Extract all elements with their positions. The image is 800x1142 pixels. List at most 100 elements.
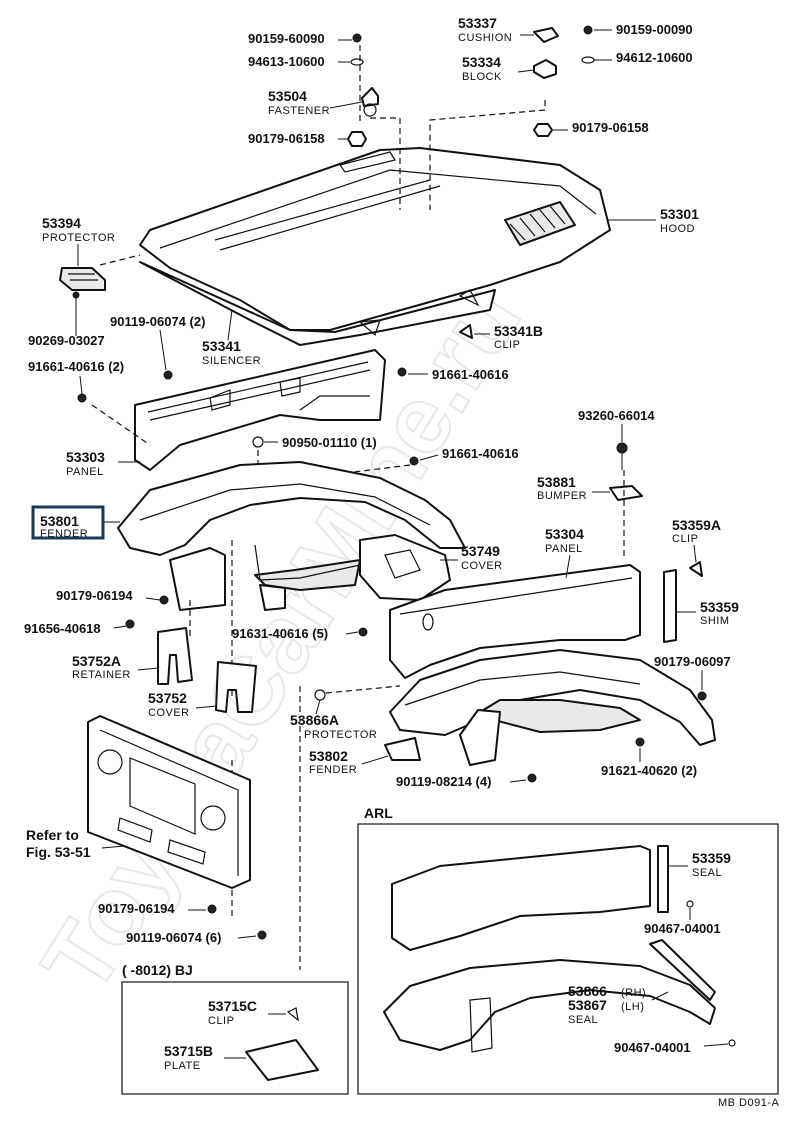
plate-53715b[interactable] (245, 1039, 319, 1081)
svg-text:90179-06158: 90179-06158 (248, 131, 325, 146)
svg-text:SEAL: SEAL (692, 867, 722, 879)
hood-53301[interactable] (139, 147, 611, 346)
label-90119-08214: 90119-08214 (4) (396, 774, 527, 789)
label-90467-04001-lower: 90467-04001 (614, 1040, 729, 1055)
svg-text:90159-60090: 90159-60090 (248, 31, 325, 46)
label-90950-01110: 90950-01110 (1) (264, 435, 377, 450)
svg-text:53359A: 53359A (672, 517, 721, 533)
panel-53303[interactable] (134, 349, 386, 471)
label-93260-66014: 93260-66014 (578, 408, 655, 442)
bolt-icon (207, 904, 217, 914)
svg-text:53504: 53504 (268, 88, 307, 104)
svg-text:53394: 53394 (42, 215, 81, 231)
seal-53359[interactable] (657, 845, 669, 913)
svg-text:BLOCK: BLOCK (462, 71, 502, 83)
svg-text:53341B: 53341B (494, 323, 543, 339)
seal-53866[interactable] (649, 939, 716, 1001)
svg-text:90467-04001: 90467-04001 (644, 921, 721, 936)
arl-inset-box (357, 823, 779, 1095)
svg-text:CLIP: CLIP (672, 533, 698, 545)
label-53341b: 53341B CLIP (474, 323, 543, 351)
bolt-icon (527, 773, 537, 783)
label-53303: 53303 PANEL (66, 449, 140, 478)
bolt-icon (397, 367, 407, 377)
label-53866a: 53866A PROTECTOR (290, 699, 377, 741)
svg-text:53752A: 53752A (72, 653, 121, 669)
label-53341: 53341 SILENCER (202, 309, 261, 367)
svg-text:53866A: 53866A (290, 712, 339, 728)
label-53504: 53504 FASTENER (268, 88, 363, 117)
svg-text:COVER: COVER (148, 707, 190, 719)
label-53394: 53394 PROTECTOR (42, 215, 115, 266)
svg-text:90159-00090: 90159-00090 (616, 22, 693, 37)
svg-text:94613-10600: 94613-10600 (248, 54, 325, 69)
svg-text:53341: 53341 (202, 338, 241, 354)
label-arl-box-title: ARL (364, 805, 393, 821)
label-94612-10600: 94612-10600 (594, 50, 693, 65)
panel-53304[interactable] (389, 564, 641, 679)
svg-text:91621-40620 (2): 91621-40620 (2) (601, 763, 697, 778)
label-94613-10600: 94613-10600 (248, 54, 350, 69)
svg-text:Refer to: Refer to (26, 827, 79, 843)
protector-53866a-icon (314, 689, 326, 701)
svg-text:91631-40616 (5): 91631-40616 (5) (232, 626, 328, 641)
svg-text:53337: 53337 (458, 15, 497, 31)
svg-text:53303: 53303 (66, 449, 105, 465)
cushion-53337[interactable] (533, 27, 559, 43)
bracket-icon (169, 547, 226, 611)
svg-text:COVER: COVER (461, 560, 503, 572)
label-90179-06158-right: 90179-06158 (552, 120, 649, 135)
svg-text:Fig. 53-51: Fig. 53-51 (26, 844, 91, 860)
svg-text:SILENCER: SILENCER (202, 355, 261, 367)
svg-text:94612-10600: 94612-10600 (616, 50, 693, 65)
svg-text:(RH): (RH) (621, 987, 646, 999)
bolt-icon (583, 25, 593, 35)
label-53359-seal: 53359 SEAL (668, 850, 731, 879)
arl-fender[interactable] (383, 959, 716, 1051)
block-53334[interactable] (533, 59, 557, 79)
svg-text:90179-06097: 90179-06097 (654, 654, 731, 669)
fender-53801[interactable] (117, 461, 466, 611)
svg-text:PANEL: PANEL (545, 543, 583, 555)
svg-text:53749: 53749 (461, 543, 500, 559)
svg-text:(LH): (LH) (621, 1001, 644, 1013)
bumper-53881[interactable] (609, 485, 643, 501)
label-90159-00090: 90159-00090 (594, 22, 693, 37)
svg-text:( -8012) BJ: ( -8012) BJ (122, 962, 193, 978)
svg-text:RETAINER: RETAINER (72, 669, 131, 681)
label-53749: 53749 COVER (440, 543, 503, 572)
front-panel[interactable] (87, 715, 251, 889)
arl-panel[interactable] (391, 845, 651, 951)
retainer-53752a[interactable] (157, 627, 193, 685)
nut-icon (347, 131, 367, 147)
svg-text:ARL: ARL (364, 805, 393, 821)
svg-text:91661-40616: 91661-40616 (442, 446, 519, 461)
svg-text:PANEL: PANEL (66, 466, 104, 478)
svg-text:PLATE: PLATE (164, 1060, 201, 1072)
svg-text:90269-03027: 90269-03027 (28, 333, 105, 348)
svg-text:BUMPER: BUMPER (537, 490, 587, 502)
fastener-53504[interactable] (361, 87, 379, 117)
svg-text:53881: 53881 (537, 474, 576, 490)
label-53752a: 53752A RETAINER (72, 653, 159, 681)
svg-text:53866: 53866 (568, 983, 607, 999)
label-53715c: 53715C CLIP (208, 998, 286, 1027)
svg-text:CUSHION: CUSHION (458, 32, 512, 44)
diagram-code: MB D091-A (718, 1097, 780, 1109)
svg-text:FASTENER: FASTENER (268, 105, 330, 117)
svg-text:90119-06074 (2): 90119-06074 (2) (110, 314, 205, 329)
label-91656-40618: 91656-40618 (24, 621, 127, 636)
label-90179-06097: 90179-06097 (654, 654, 731, 690)
grommet-icon (252, 436, 264, 448)
svg-text:93260-66014: 93260-66014 (578, 408, 655, 423)
bolt-icon (697, 691, 707, 701)
protector-53394[interactable] (59, 267, 106, 291)
label-53304: 53304 PANEL (545, 526, 584, 579)
fender-53802[interactable] (384, 649, 716, 766)
svg-text:53867: 53867 (568, 997, 607, 1013)
cover-53752[interactable] (215, 661, 257, 713)
svg-text:SHIM: SHIM (700, 615, 730, 627)
label-91621-40620: 91621-40620 (2) (601, 748, 697, 778)
shim-53359[interactable] (663, 569, 677, 643)
